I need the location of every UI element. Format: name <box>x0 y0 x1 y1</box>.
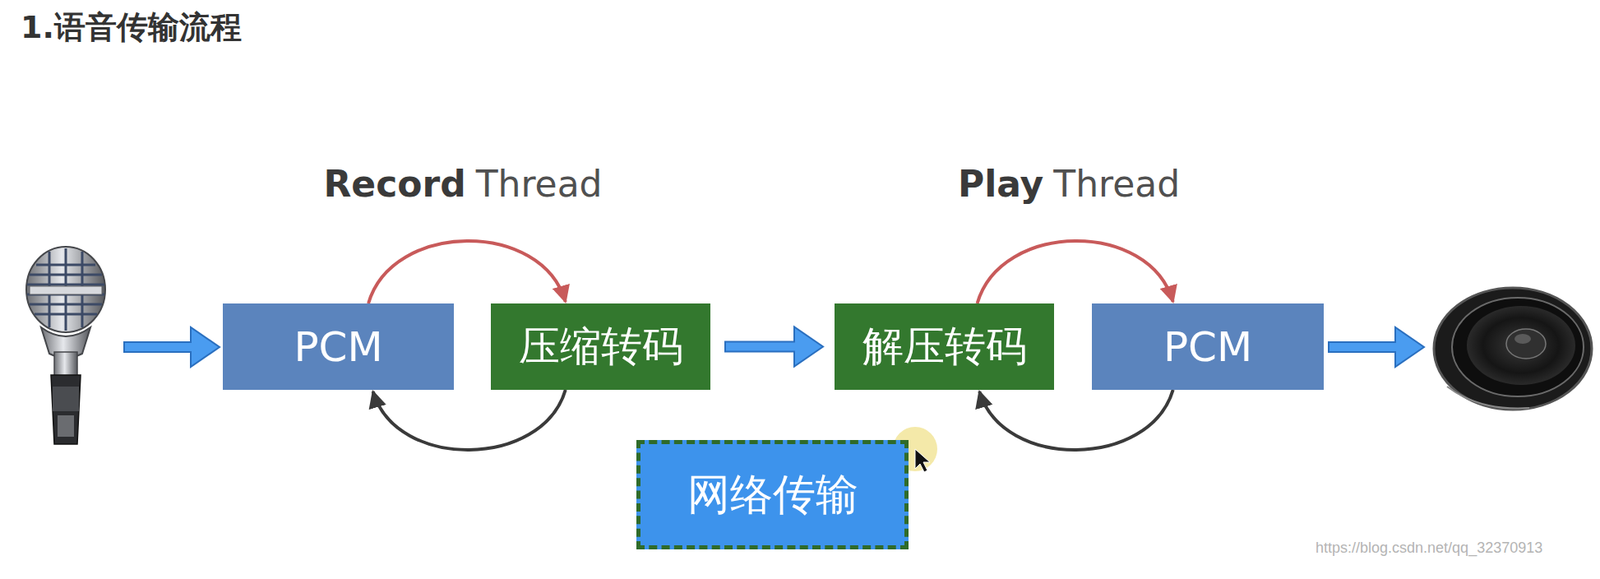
thread-label: Play <box>957 162 1044 205</box>
cursor-highlight-part <box>915 448 930 472</box>
loop-arrow <box>373 389 566 450</box>
microphone-icon-part <box>57 415 74 437</box>
box-label: 解压转码 <box>862 319 1027 375</box>
microphone-icon-part <box>50 374 81 444</box>
loop-arrow <box>368 240 566 304</box>
speaker-icon <box>1433 287 1592 410</box>
thread-label: Record <box>323 162 466 205</box>
speaker-icon-part <box>1514 333 1531 344</box>
microphone-icon-part <box>52 386 79 412</box>
title: 1.语音传输流程 <box>20 6 242 49</box>
loop-arrow <box>977 240 1174 304</box>
microphone-icon-part <box>29 286 102 295</box>
box-label: 压缩转码 <box>518 319 684 375</box>
loop-arrow <box>979 389 1173 450</box>
watermark: https://blog.csdn.net/qq_32370913 <box>1315 539 1543 557</box>
thread-heading: PlayThread <box>957 162 1180 205</box>
pcm-box: PCM <box>1091 303 1324 390</box>
microphone-icon-part <box>26 246 106 333</box>
box-label: PCM <box>1163 323 1253 371</box>
network-box: 网络传输 <box>636 439 909 550</box>
microphone-icon-part <box>27 248 105 331</box>
codec-box: 解压转码 <box>834 303 1055 390</box>
thread-label: Thread <box>476 162 603 205</box>
microphone-icon <box>26 246 106 444</box>
speaker-icon-part <box>1466 305 1576 385</box>
speaker-icon-part <box>1447 386 1530 408</box>
speaker-icon-part <box>1452 297 1584 397</box>
output-arrow <box>1328 327 1425 367</box>
thread-heading: RecordThread <box>323 162 602 205</box>
box-label: 网络传输 <box>687 466 859 524</box>
input-arrow <box>124 327 220 367</box>
microphone-icon-part <box>54 351 78 377</box>
speaker-icon-part <box>1433 287 1592 410</box>
pcm-box: PCM <box>222 303 454 390</box>
box-label: PCM <box>293 323 383 371</box>
codec-box: 压缩转码 <box>490 303 711 390</box>
speaker-icon-part <box>1506 328 1546 359</box>
thread-label: Thread <box>1053 162 1180 205</box>
flow-arrow <box>725 327 824 367</box>
